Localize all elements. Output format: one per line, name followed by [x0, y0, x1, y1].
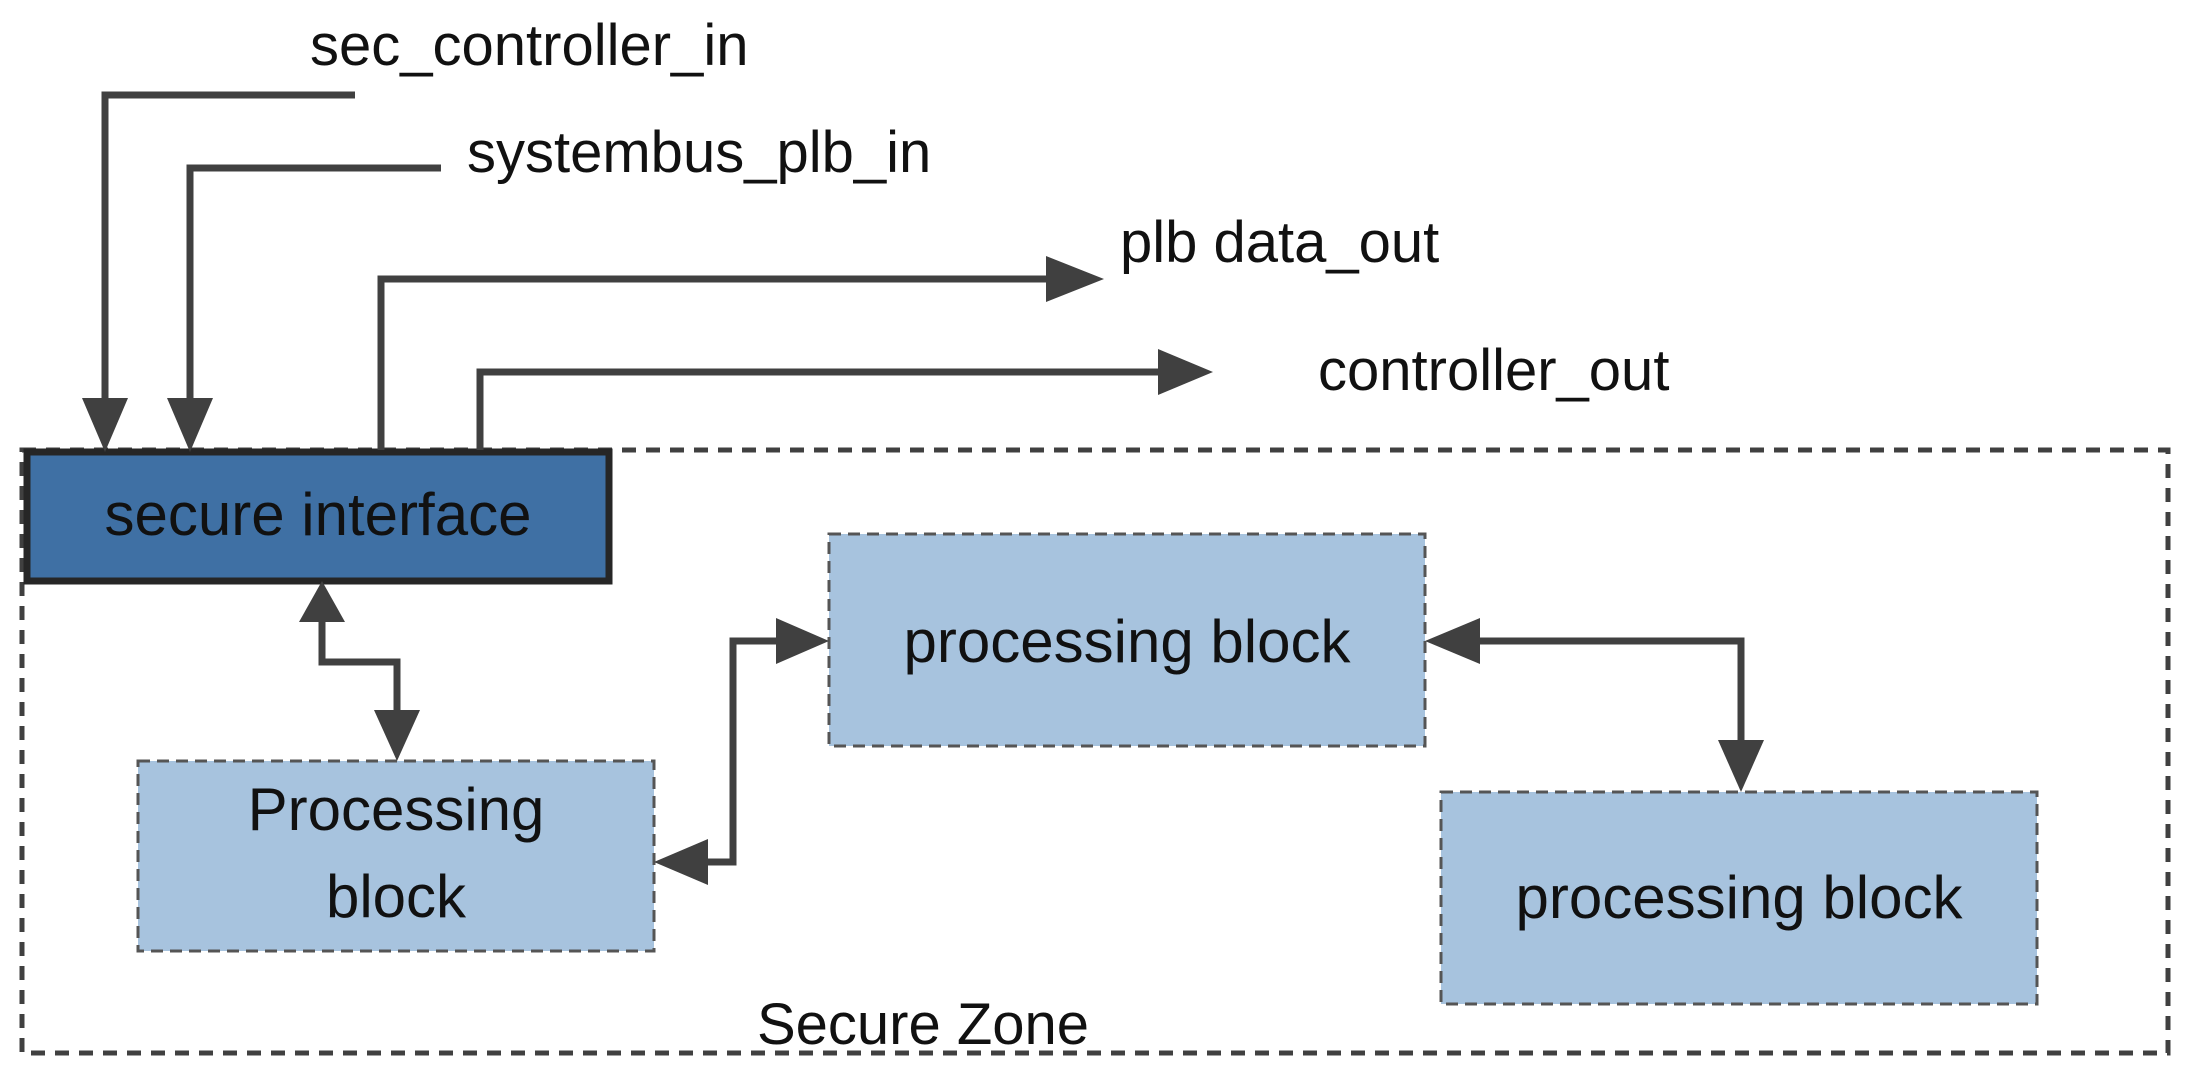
processing-block-left-label-line1: Processing: [248, 776, 545, 843]
center-block-right-arrowhead: [1425, 618, 1480, 664]
processing-block-left-box: [136, 759, 656, 953]
systembus-plb-in-arrowhead: [167, 398, 213, 452]
right-block-down-arrowhead: [1718, 740, 1764, 792]
processing-block-right-box: [1439, 790, 2039, 1006]
plb-data-out-arrowhead: [1046, 256, 1104, 302]
sec-controller-in-wire: [101, 91, 355, 400]
interface-up-arrowhead: [299, 581, 345, 622]
center-to-right-block-wire: [1478, 637, 1745, 742]
systembus-plb-in-label: systembus_plb_in: [467, 120, 931, 185]
plb-data-out-wire: [377, 275, 1048, 450]
center-block-left-arrowhead: [776, 618, 829, 664]
controller-out-arrowhead: [1158, 349, 1213, 395]
processing-block-center-label: processing block: [904, 608, 1352, 675]
secure-interface-label: secure interface: [105, 481, 532, 548]
controller-out-label: controller_out: [1318, 338, 1669, 403]
sec-controller-in-arrowhead: [82, 398, 128, 452]
secure-interface-box: [23, 448, 613, 585]
secure-zone-boundary: [19, 447, 2171, 1056]
left-block-down-arrowhead: [374, 710, 420, 761]
processing-block-center-box: [827, 532, 1427, 748]
systembus-plb-in-wire: [186, 164, 441, 400]
processing-block-left-label-line2: block: [326, 863, 467, 930]
sec-controller-in-label: sec_controller_in: [310, 13, 748, 78]
processing-block-right-label: processing block: [1516, 864, 1964, 931]
left-block-in-arrowhead: [654, 839, 708, 885]
interface-to-left-block-wire: [318, 620, 401, 712]
plb-data-out-label: plb data_out: [1120, 210, 1439, 275]
controller-out-wire: [476, 368, 1160, 450]
left-to-center-block-wire: [706, 637, 778, 866]
secure-zone-label: Secure Zone: [757, 992, 1089, 1057]
